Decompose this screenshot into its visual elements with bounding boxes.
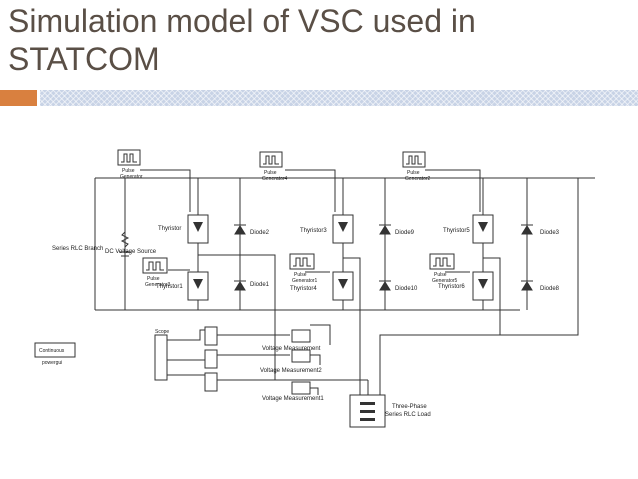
pulse-label: Pulse bbox=[147, 276, 160, 282]
mux-block bbox=[204, 326, 218, 346]
thyristor-label: Thyristor6 bbox=[438, 284, 465, 290]
accent-bar-orange bbox=[0, 90, 37, 106]
pulse-generator-block bbox=[142, 257, 168, 274]
generator-label: Generator4 bbox=[262, 176, 288, 182]
pulse-label: Pulse bbox=[122, 168, 135, 174]
pulse-label: Pulse bbox=[294, 272, 307, 278]
thyristor-label: Thyristor bbox=[158, 226, 181, 232]
mux-block bbox=[204, 349, 218, 369]
scope-label: Scope bbox=[155, 329, 169, 335]
diode-label: Diode10 bbox=[395, 286, 418, 292]
three-phase-load-label-1: Three-Phase bbox=[392, 404, 427, 410]
thyristor-label: Thyristor3 bbox=[300, 228, 327, 234]
powergui-label: powergui bbox=[42, 360, 62, 366]
pulse-generator-block bbox=[289, 253, 315, 270]
diode-label: Diode2 bbox=[250, 230, 270, 236]
pulse-label: Pulse bbox=[434, 272, 447, 278]
diode-label: Diode9 bbox=[395, 230, 415, 236]
powergui-block bbox=[34, 342, 76, 358]
generator-label: Generator2 bbox=[405, 176, 431, 182]
thyristor-label: Thyristor5 bbox=[443, 228, 470, 234]
voltage-measurement-label: Voltage Measurement2 bbox=[260, 368, 322, 374]
pulse-generator-block bbox=[402, 151, 426, 168]
voltage-source-label: DC Voltage Source bbox=[105, 249, 157, 255]
mux-block bbox=[204, 372, 218, 392]
series-rlc-branch-label: Series RLC Branch bbox=[52, 246, 103, 252]
pulse-generator-block bbox=[259, 151, 283, 168]
title-line-1: Simulation model of VSC used in bbox=[8, 3, 476, 39]
pulse-label: Pulse bbox=[264, 170, 277, 176]
voltage-measurement-block bbox=[291, 349, 311, 363]
voltage-measurement-block bbox=[291, 329, 311, 343]
voltage-measurement-label: Voltage Measurement bbox=[262, 346, 321, 352]
diode-label: Diode8 bbox=[540, 286, 560, 292]
generator-label: Generator5 bbox=[432, 278, 458, 284]
generator-label: Generator1 bbox=[292, 278, 318, 284]
thyristor-label: Thyristor1 bbox=[156, 284, 183, 290]
three-phase-load-label-2: Series RLC Load bbox=[385, 412, 431, 418]
pulse-label: Pulse bbox=[407, 170, 420, 176]
voltage-measurement-block bbox=[291, 381, 311, 395]
pulse-generator-block bbox=[429, 253, 455, 270]
pulse-generator-block bbox=[117, 149, 141, 166]
resistor-icon bbox=[120, 231, 130, 248]
generator-label: Generator3 bbox=[145, 282, 171, 288]
thyristor-label: Thyristor4 bbox=[290, 286, 317, 292]
generator-label: Generator bbox=[120, 174, 143, 180]
title-line-2: STATCOM bbox=[8, 41, 160, 77]
scope-block bbox=[154, 334, 168, 381]
powergui-block-label: Continuous bbox=[39, 348, 65, 354]
diode-label: Diode1 bbox=[250, 282, 270, 288]
slide-title: Simulation model of VSC used in STATCOM bbox=[8, 2, 628, 78]
accent-bar-blue bbox=[40, 90, 638, 106]
voltage-measurement-label: Voltage Measurement1 bbox=[262, 396, 324, 402]
diode-label: Diode3 bbox=[540, 230, 560, 236]
